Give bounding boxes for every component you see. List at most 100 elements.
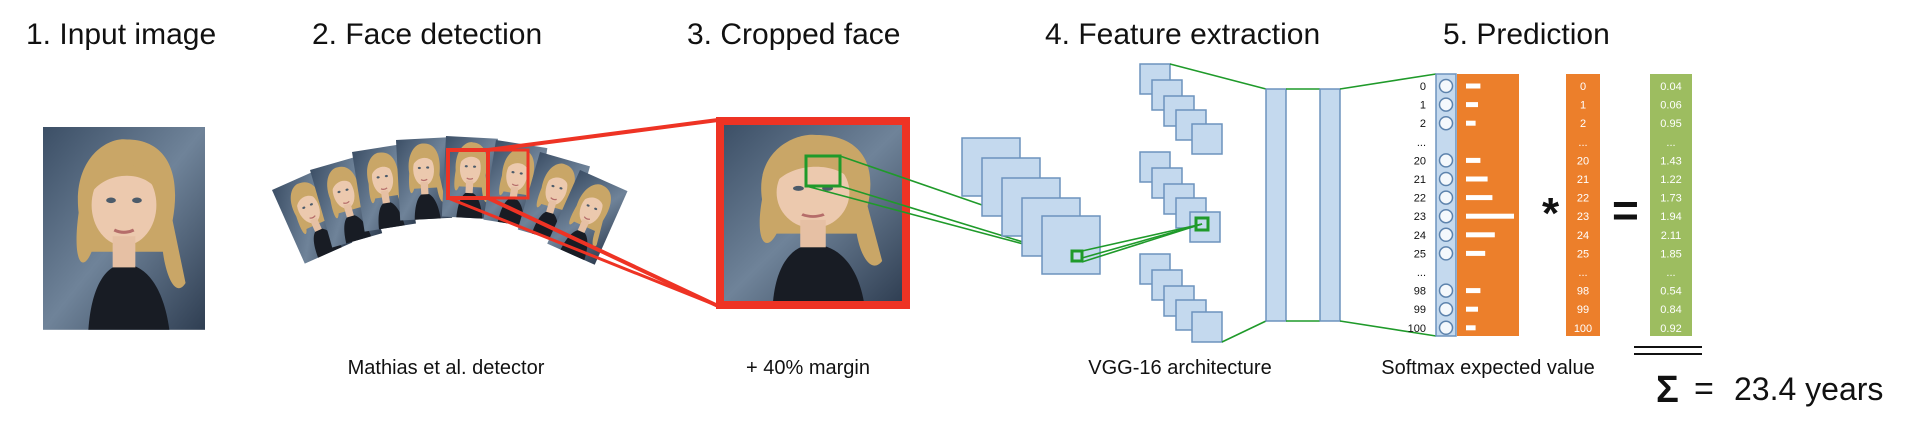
- step-1-title: 1. Input image: [26, 18, 216, 51]
- age-label: 100: [1574, 323, 1592, 335]
- softmax-index-label: ...: [1417, 267, 1426, 279]
- product-value: 0.06: [1660, 100, 1681, 112]
- product-value: 2.11: [1661, 230, 1682, 242]
- output-neuron: [1438, 208, 1454, 224]
- conv-stack-large: [961, 137, 1101, 275]
- product-value: 1.73: [1660, 193, 1681, 205]
- softmax-index-label: ...: [1417, 137, 1426, 149]
- age-label: 99: [1577, 304, 1589, 316]
- crop-projection-line: [447, 196, 719, 308]
- output-neuron: [1438, 115, 1454, 131]
- softmax-bar: [1466, 325, 1476, 331]
- crop-projection-line: [487, 118, 719, 152]
- softmax-index-label: 1: [1420, 100, 1426, 112]
- age-label: 0: [1580, 81, 1586, 93]
- fc-layer-2: [1319, 88, 1341, 322]
- crop-projection-line: [487, 196, 719, 308]
- step-4-caption: VGG-16 architecture: [1088, 357, 1271, 379]
- predicted-age: 23.4 years: [1734, 371, 1883, 407]
- output-neuron-column: [1435, 73, 1457, 337]
- output-neuron: [1438, 97, 1454, 112]
- fc-connection-line: [1339, 320, 1437, 337]
- output-neuron: [1438, 283, 1454, 298]
- output-neuron: [1438, 246, 1454, 261]
- product-value: ...: [1666, 267, 1675, 279]
- fc-connection-line: [1221, 320, 1267, 343]
- receptive-field-box: [804, 154, 842, 188]
- feature-line: [1081, 223, 1203, 252]
- softmax-bar: [1466, 250, 1486, 256]
- step-2-caption: Mathias et al. detector: [348, 357, 545, 379]
- age-label: 98: [1577, 286, 1589, 298]
- step-4-title: 4. Feature extraction: [1045, 18, 1320, 51]
- softmax-bar: [1466, 120, 1476, 126]
- softmax-index-label: 2: [1420, 118, 1426, 130]
- sum-symbol: Σ: [1656, 369, 1679, 411]
- product-values: 0.040.060.95...1.431.221.731.942.111.85.…: [1660, 81, 1681, 335]
- softmax-index-label: 25: [1414, 248, 1426, 260]
- softmax-bar: [1466, 195, 1493, 201]
- sum-equals: =: [1694, 370, 1714, 408]
- product-column: [1650, 74, 1692, 336]
- age-label-column: [1566, 74, 1600, 336]
- softmax-bar: [1466, 102, 1478, 108]
- step-3-caption: + 40% margin: [746, 357, 870, 379]
- age-label: 21: [1577, 174, 1589, 186]
- age-label: 1: [1580, 100, 1586, 112]
- softmax-bar: [1466, 213, 1514, 219]
- step-2-title: 2. Face detection: [312, 18, 542, 51]
- output-neuron: [1438, 78, 1454, 94]
- fc-connection-line: [1339, 73, 1437, 90]
- multiply-symbol: *: [1542, 189, 1560, 238]
- step-3-title: 3. Cropped face: [687, 18, 900, 51]
- softmax-bars: [1466, 83, 1514, 331]
- age-label: 20: [1577, 155, 1589, 167]
- age-label: 24: [1577, 230, 1589, 242]
- product-value: 1.43: [1660, 155, 1681, 167]
- softmax-bar: [1466, 157, 1481, 163]
- softmax-bar: [1466, 288, 1481, 294]
- softmax-index-label: 98: [1414, 286, 1426, 298]
- age-label: 25: [1577, 248, 1589, 260]
- product-value: 0.84: [1660, 304, 1681, 316]
- age-label: ...: [1578, 267, 1587, 279]
- product-value: ...: [1666, 137, 1675, 149]
- product-value: 1.85: [1660, 248, 1681, 260]
- fc-layer-1: [1265, 88, 1287, 322]
- softmax-panel: [1457, 74, 1519, 336]
- feature-box: [1194, 216, 1210, 232]
- fc-connection-line: [1169, 63, 1267, 90]
- output-neuron: [1438, 171, 1454, 187]
- output-neuron: [1438, 190, 1454, 205]
- detection-box: [486, 148, 530, 200]
- product-value: 0.04: [1660, 81, 1681, 93]
- softmax-labels: 0 1 2... 20 21 22 23 24 25... 98 99 100: [1408, 81, 1426, 335]
- product-value: 0.54: [1660, 286, 1681, 298]
- softmax-bar: [1466, 232, 1495, 238]
- feature-line: [1081, 223, 1203, 263]
- softmax-index-label: 22: [1414, 193, 1426, 205]
- product-value: 0.92: [1660, 323, 1681, 335]
- softmax-index-label: 23: [1414, 211, 1426, 223]
- softmax-index-label: 99: [1414, 304, 1426, 316]
- softmax-index-label: 20: [1414, 155, 1426, 167]
- output-neurons: [1438, 78, 1454, 336]
- age-label: 23: [1577, 211, 1589, 223]
- feature-box: [1070, 249, 1084, 263]
- product-value: 0.95: [1660, 118, 1681, 130]
- output-neuron: [1438, 320, 1454, 336]
- output-neuron: [1438, 227, 1454, 243]
- product-value: 1.94: [1660, 211, 1681, 223]
- equals-symbol: =: [1612, 184, 1639, 236]
- input-image: [41, 125, 207, 332]
- softmax-index-label: 0: [1420, 81, 1426, 93]
- softmax-index-label: 100: [1408, 323, 1426, 335]
- output-neuron: [1438, 153, 1454, 168]
- cropped-face: [720, 122, 906, 304]
- age-label: ...: [1578, 137, 1587, 149]
- softmax-index-label: 24: [1414, 230, 1426, 242]
- step-5-title: 5. Prediction: [1443, 18, 1610, 51]
- softmax-index-label: 21: [1414, 174, 1426, 186]
